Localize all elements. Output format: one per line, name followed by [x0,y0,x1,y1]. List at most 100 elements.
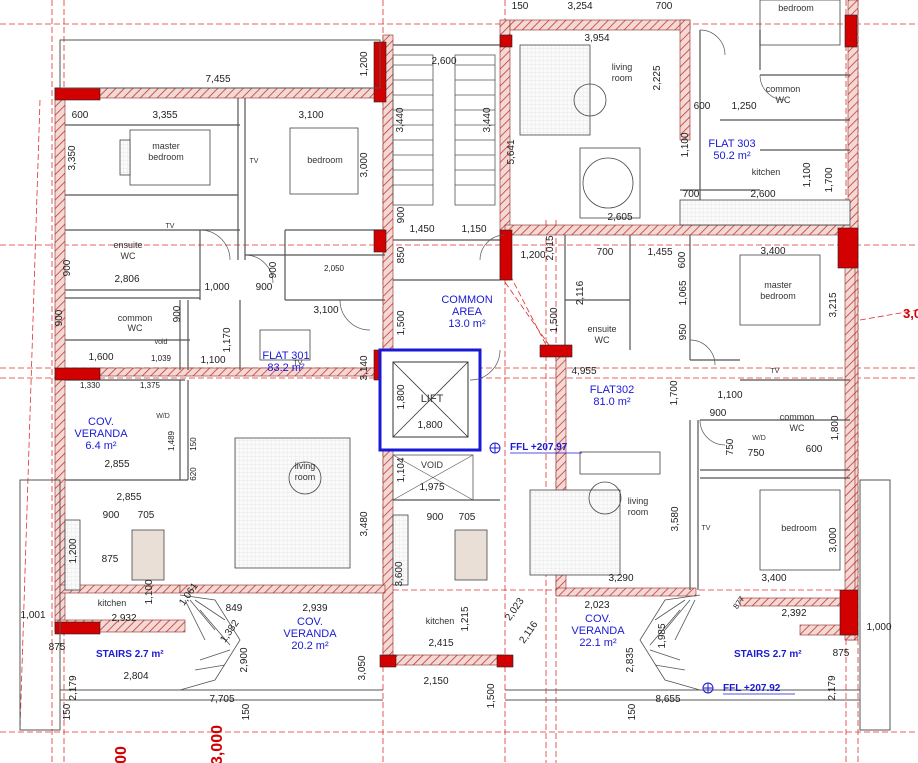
dim-d44: 1,065 [678,280,689,305]
dim-d2: 3,254 [567,1,592,12]
room-kitchen-mid: kitchen [426,616,455,626]
room-common-wc-left-2: WC [128,323,143,333]
room-lift: LIFT [421,393,444,405]
dim-d22: 2,605 [607,212,632,223]
bed-left [289,127,359,195]
dim-d40: 3,100 [313,305,338,316]
dim-d69: 2,855 [116,492,141,503]
sofa-right [529,489,621,576]
dim-d50: 1,100 [200,355,225,366]
dim-d16: 2,225 [652,65,663,90]
void-area [392,454,474,501]
dim-d27: 1,150 [461,224,486,235]
tv-label-1: TV [250,158,259,165]
room-veranda-left-2: VERANDA [74,428,128,440]
dim-d10: 3,100 [298,110,323,121]
dimension-labels: 150 3,254 700 3,954 2,600 7,455 1,200 60… [20,1,891,720]
margin-bottom-a: 3,000 [209,725,226,763]
dim-d5: 2,600 [431,56,456,67]
dim-d21: 2,600 [750,189,775,200]
room-veranda-right-area: 22.1 m² [579,637,617,649]
dim-d91: 2,932 [111,613,136,624]
room-stairs-left: STAIRS 2.7 m² [96,649,164,660]
dim-d71: 705 [138,510,155,521]
dim-d36: 1,000 [204,282,229,293]
wd-label-1: W/D [156,413,170,420]
dim-d85: 849 [226,603,243,614]
dim-d29: 1,200 [520,250,545,261]
dim-d48: 950 [678,323,689,340]
master-bed-right [739,254,821,326]
dim-d25: 900 [396,206,407,223]
room-ensuite-left-2: WC [121,251,136,261]
dim-d112: 150 [62,703,73,720]
dim-d109: 8,655 [655,694,680,705]
dim-d98: 2,900 [239,647,250,672]
dim-d33: 600 [677,251,688,268]
dim-d67: 1,104 [396,457,407,482]
room-kitchen-left: kitchen [98,598,127,608]
stair-core-top [392,54,496,206]
dim-d74: 3,480 [359,511,370,536]
void-label-2: void [155,339,168,346]
sofa-left [234,437,351,569]
dim-d87: 2,023 [503,596,527,623]
dim-d26: 1,450 [409,224,434,235]
flat-301-area: 83.2 m² [267,362,305,374]
dim-d55: 1,375 [140,381,161,390]
dim-d100: 2,835 [625,647,636,672]
room-living-top-2: room [612,73,633,83]
room-master-bedroom-left: master [152,141,180,151]
dim-d101: 875 [833,648,850,659]
dim-d90: 1,000 [866,622,891,633]
room-living-right-2: room [628,507,649,517]
room-master-bedroom-right-2: bedroom [760,291,796,301]
room-veranda-mid-area: 20.2 m² [291,640,329,652]
room-master-bedroom-right: master [764,280,792,290]
dim-d19: 1,100 [680,132,691,157]
dim-d61: 1,489 [167,430,176,451]
dim-d30: 2,015 [545,235,556,260]
dim-d70: 900 [103,510,120,521]
dim-d42: 1,500 [549,307,560,332]
dim-d106: 2,179 [68,675,79,700]
dim-d64: 1,800 [830,415,841,440]
dim-d72: 900 [427,512,444,523]
bed-right [759,489,841,571]
common-area-name: COMMON [441,294,492,306]
dim-d24: 1,700 [824,167,835,192]
tv-label-4: TV [702,525,711,532]
room-common-wc-top: common [766,84,801,94]
dim-d113: 900 [54,309,65,326]
stairs-left-fan [179,594,241,691]
dim-d47: 1,170 [222,327,233,352]
room-ensuite-left: ensuite [113,240,142,250]
dim-d63: 750 [748,448,765,459]
dim-d7: 1,200 [359,51,370,76]
room-bedroom-top: bedroom [778,3,814,13]
stairs-right-fan [639,594,701,691]
dim-d73: 705 [459,512,476,523]
tv-label-5: TV [771,368,780,375]
dim-d81: 3,400 [761,573,786,584]
dim-d8: 600 [72,110,89,121]
room-common-wc-top-2: WC [776,95,791,105]
dim-d62: 750 [725,438,736,455]
dim-d94: 2,116 [517,619,540,646]
margin-right: 3,0 [903,306,918,321]
flat-303-area: 50.2 m² [713,150,751,162]
dim-d104: 2,150 [423,676,448,687]
dining-top [579,147,641,219]
dim-d111: 150 [627,703,638,720]
dim-d68: 1,975 [419,482,444,493]
ffl-label-b: FFL +207.92 [723,683,781,694]
dim-d57: 1,800 [417,420,442,431]
dim-d116: 150 [189,437,198,451]
dim-d88: 2,023 [584,600,609,611]
dim-d13: 3,350 [67,145,78,170]
common-area-size: 13.0 m² [448,318,486,330]
dim-d75: 3,580 [670,506,681,531]
dim-d59: 1,100 [717,390,742,401]
room-ensuite-right: ensuite [587,324,616,334]
